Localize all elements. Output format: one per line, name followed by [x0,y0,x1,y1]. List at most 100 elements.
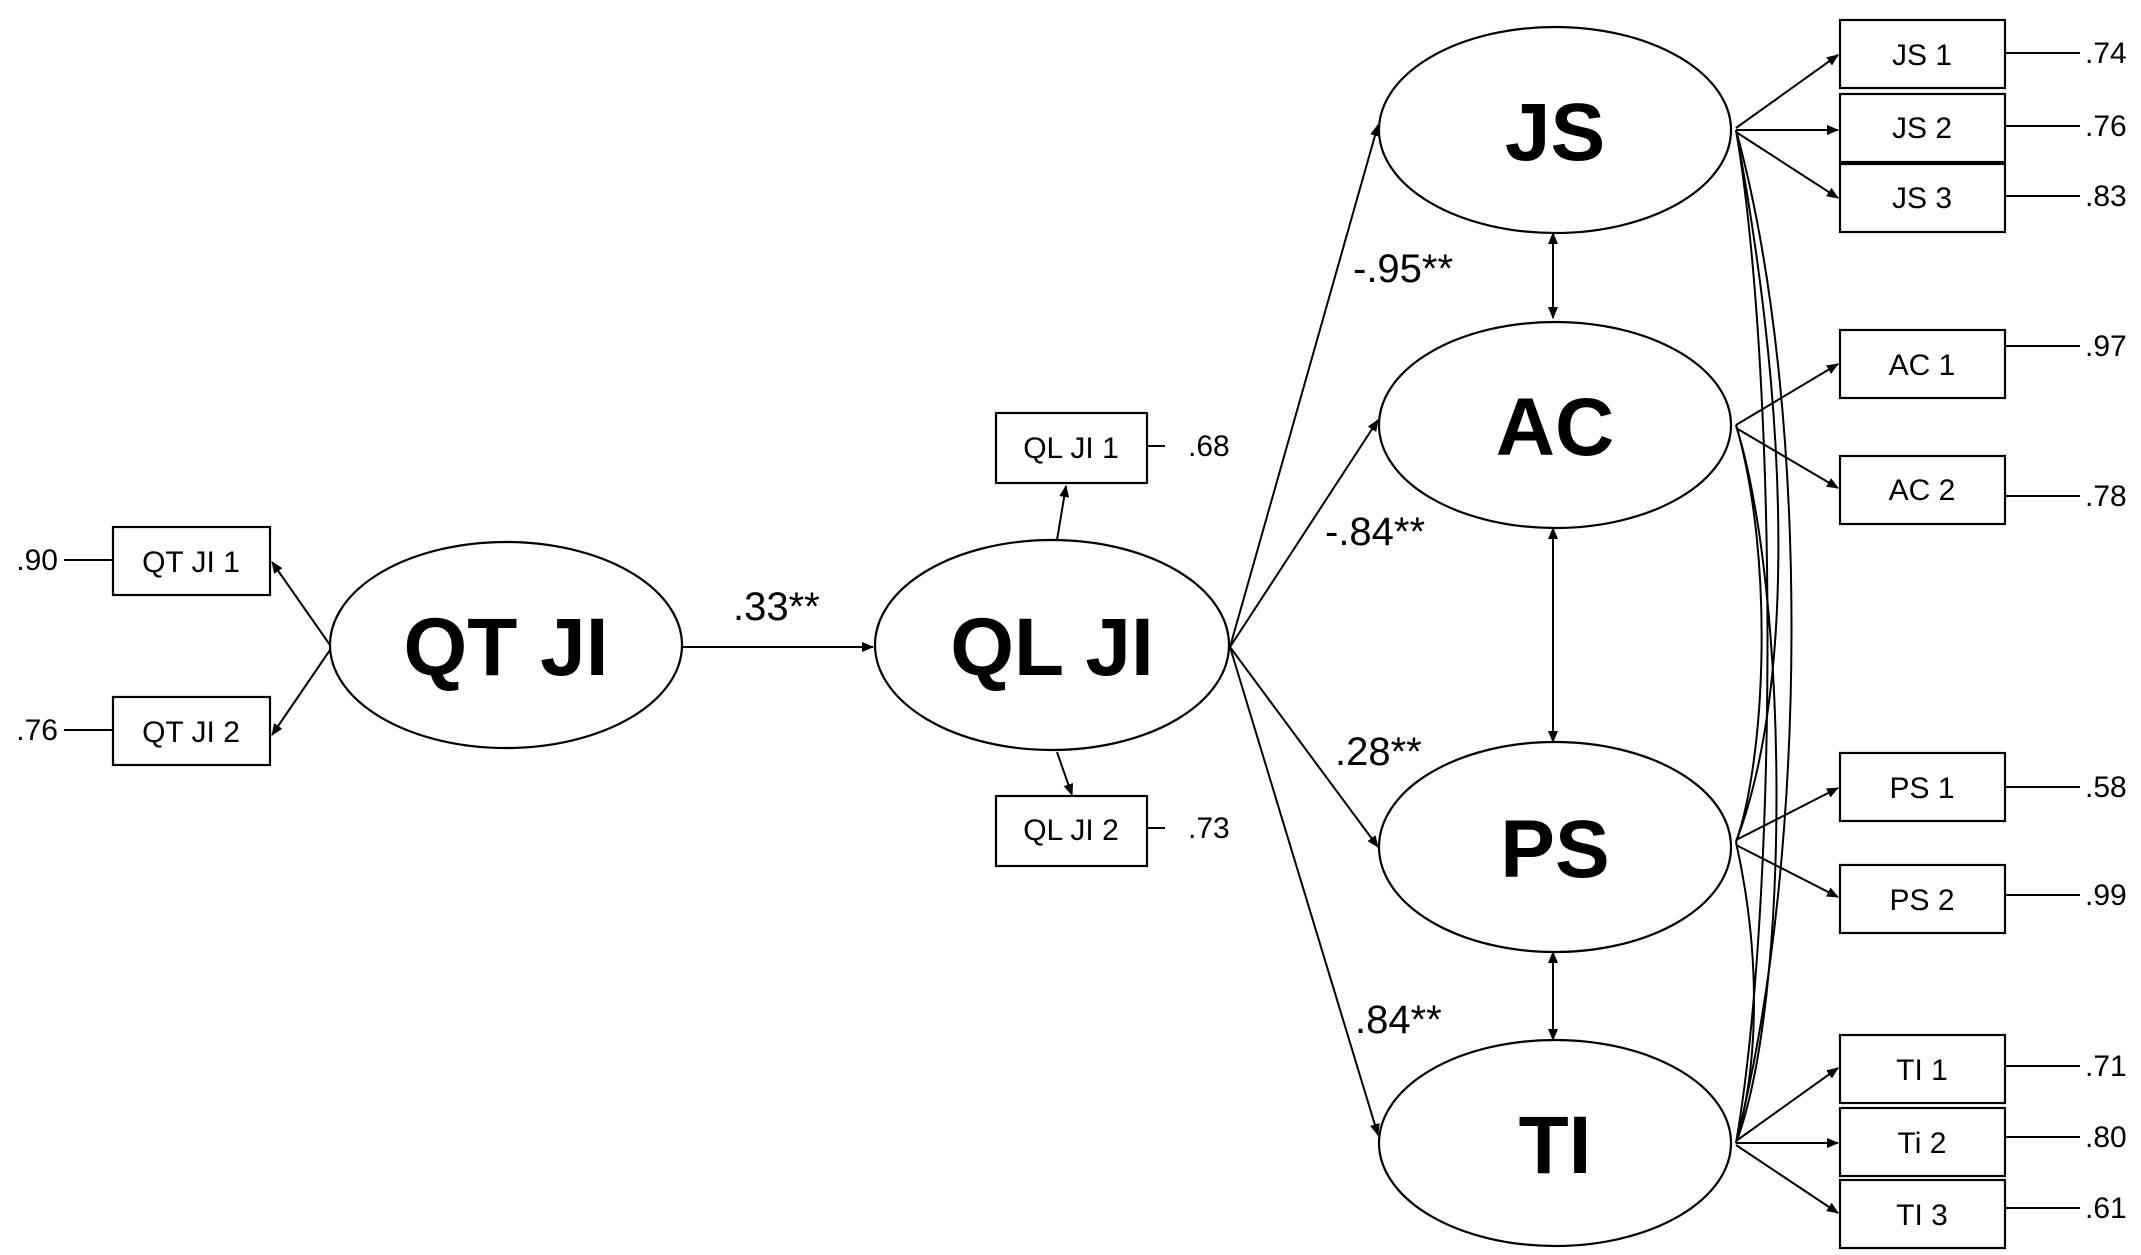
indicator-js2: JS 2 [1838,92,2007,164]
loading-qtji2: .76 [16,714,58,747]
latent-ps-label: PS [1500,804,1609,895]
loading-ps2: .99 [2085,879,2127,912]
indicator-qlji2: QL JI 2 [994,794,1149,868]
indicator-js3: JS 3 [1838,162,2007,234]
loading-ti3: .61 [2085,1192,2127,1225]
loading-js1: .74 [2085,37,2127,70]
latent-js-ellipse [1377,25,1733,235]
indicator-js3-box [1838,162,2007,234]
latent-ac: AC [1377,320,1733,530]
loading-qlji2: .73 [1188,812,1230,845]
latent-ps-ellipse [1377,740,1733,954]
cov-ac-ps [1735,424,1763,843]
indicator-ac2: AC 2 [1838,454,2007,526]
arrow-qlji-qlji1 [1056,485,1070,541]
cov-js-ti [1735,129,1793,1144]
indicator-ti1: TI 1 [1838,1033,2007,1105]
latent-ac-label: AC [1496,382,1614,473]
arrow-ac-ac1 [1735,363,1839,426]
arrow-ac-ac2 [1735,427,1839,489]
coef-qt-to-ql: .33** [733,585,820,629]
loading-ti1: .71 [2085,1050,2127,1083]
indicator-qlji2-label: QL JI 2 [1023,814,1119,847]
indicator-ps2: PS 2 [1838,863,2007,935]
coef-ql-to-js: -.95** [1353,247,1453,291]
indicator-ps1-box [1838,751,2007,823]
arrow-js-js3 [1735,131,1839,199]
loading-ac2: .78 [2085,480,2127,513]
loading-qlji1: .68 [1188,430,1230,463]
loading-qtji1: .90 [16,544,58,577]
arrow-ti-ti1 [1735,1067,1839,1142]
indicator-qlji2-box [994,794,1149,868]
indicator-ps2-label: PS 2 [1889,884,1954,917]
indicator-qlji1-box [994,411,1149,485]
indicator-ac2-box [1838,454,2007,526]
latent-qlji-ellipse [873,538,1231,752]
cov-js-ps [1735,129,1780,843]
indicator-qtji1-box [111,525,272,597]
latent-ti: TI [1377,1038,1733,1248]
latent-js: JS [1377,25,1733,235]
cov-ps-ti [1735,841,1755,1144]
indicator-ti1-label: TI 1 [1896,1054,1948,1087]
loading-ac1: .97 [2085,330,2127,363]
arrow-qtji-qtji2 [271,649,331,736]
indicator-js1: JS 1 [1838,18,2007,90]
arrow-qlji-qlji2 [1056,751,1074,796]
cov-ac-ti [1735,424,1778,1144]
latent-ps: PS [1377,740,1733,954]
latent-qlji: QL JI [873,538,1231,752]
path-qlji-to-ps [1229,646,1379,848]
loading-ticks [64,52,2080,1209]
indicator-ti2: Ti 2 [1838,1106,2007,1178]
indicator-ps1: PS 1 [1838,751,2007,823]
latent-ti-ellipse [1377,1038,1733,1248]
coef-ql-to-ac: -.84** [1325,510,1425,554]
indicator-ac1-box [1838,328,2007,400]
indicator-js1-label: JS 1 [1892,39,1952,72]
latent-ac-ellipse [1377,320,1733,530]
indicator-qtji1-label: QT JI 1 [142,546,240,579]
coef-ql-to-ps: .28** [1335,730,1422,774]
indicator-qlji1-label: QL JI 1 [1023,432,1119,465]
latent-qtji-ellipse [328,540,684,750]
arrow-ps-ps2 [1735,844,1839,898]
path-coefficients: .33** -.95** -.84** .28** .84** [733,247,1453,1042]
indicator-ti2-box [1838,1106,2007,1178]
coef-ql-to-ti: .84** [1355,998,1442,1042]
indicator-qtji1: QT JI 1 [111,525,272,597]
indicator-js2-box [1838,92,2007,164]
arrow-js-js1 [1735,54,1839,129]
measurement-arrows [271,54,1839,1214]
indicator-qtji2-box [111,695,272,767]
structural-paths [682,124,1558,1136]
latent-ti-label: TI [1519,1100,1592,1191]
indicator-ti1-box [1838,1033,2007,1105]
loading-ps1: .58 [2085,771,2127,804]
indicator-ps2-box [1838,863,2007,935]
indicator-ac1: AC 1 [1838,328,2007,400]
indicator-qtji2: QT JI 2 [111,695,272,767]
covariance-curves [1735,129,1793,1144]
latent-js-label: JS [1505,87,1605,178]
loading-js3: .83 [2085,180,2127,213]
indicator-js3-label: JS 3 [1892,182,1952,215]
indicator-ti3: TI 3 [1838,1178,2007,1250]
indicator-ti3-box [1838,1178,2007,1250]
latent-qtji-label: QT JI [403,602,608,693]
indicator-qtji2-label: QT JI 2 [142,716,240,749]
arrow-ps-ps1 [1735,787,1839,841]
arrow-ti-ti3 [1735,1144,1839,1214]
loading-js2: .76 [2085,110,2127,143]
indicator-js1-box [1838,18,2007,90]
arrow-qtji-qtji1 [271,561,331,646]
indicator-ac1-label: AC 1 [1889,349,1956,382]
indicator-qlji1: QL JI 1 [994,411,1149,485]
indicator-ac2-label: AC 2 [1889,474,1956,507]
indicator-js2-label: JS 2 [1892,112,1952,145]
latent-qtji: QT JI [328,540,684,750]
cov-js-ti-2 [1735,129,1769,1144]
loading-values: .90 .76 .68 .73 .74 .76 .83 .97 .78 .58 … [16,37,2126,1225]
latent-qlji-label: QL JI [950,602,1154,693]
